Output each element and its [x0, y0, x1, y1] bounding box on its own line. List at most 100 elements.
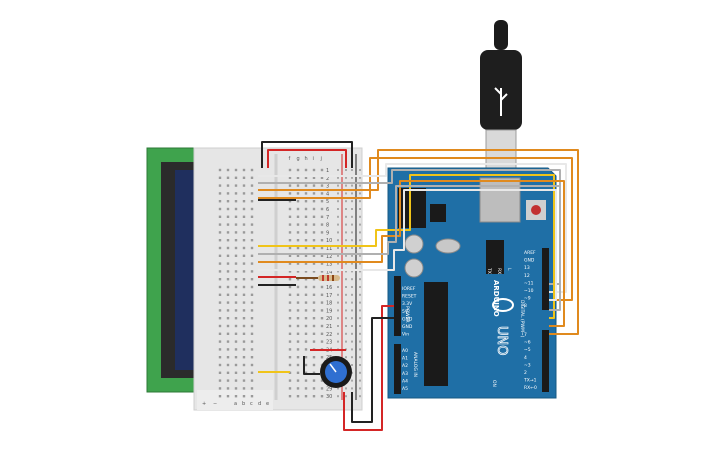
breadboard-hole	[218, 278, 222, 281]
breadboard-hole	[296, 270, 300, 273]
breadboard-hole	[218, 348, 222, 351]
rail-hole	[351, 215, 353, 218]
breadboard-hole	[242, 356, 246, 359]
rail-hole	[337, 215, 339, 218]
breadboard-hole	[226, 262, 230, 265]
breadboard-hole	[250, 270, 254, 273]
rail-hole	[337, 325, 339, 327]
breadboard-hole	[234, 371, 238, 374]
breadboard-hole	[218, 356, 222, 359]
breadboard-hole	[320, 332, 324, 335]
breadboard-hole	[296, 278, 300, 281]
breadboard-hole	[242, 317, 246, 320]
power-jack	[398, 188, 426, 228]
digital-pin-label: GND	[524, 258, 535, 264]
breadboard-hole	[304, 387, 308, 390]
rail-hole	[359, 364, 361, 366]
breadboard-hole	[242, 262, 246, 265]
breadboard-hole	[288, 192, 292, 195]
breadboard-row-number: 22	[326, 332, 332, 338]
breadboard-hole	[234, 192, 238, 195]
breadboard-hole	[242, 246, 246, 250]
breadboard-hole	[296, 200, 300, 203]
digital-pin-label: 8	[524, 303, 527, 309]
breadboard-hole	[242, 254, 246, 257]
breadboard-hole	[296, 356, 300, 359]
breadboard-hole	[218, 176, 222, 179]
analog-pin-label: A2	[402, 363, 408, 369]
breadboard-hole	[296, 379, 300, 382]
breadboard-hole	[312, 340, 316, 343]
breadboard-hole	[218, 231, 222, 234]
breadboard-hole	[296, 332, 300, 335]
breadboard-hole	[304, 371, 308, 374]
breadboard-row-number: 8	[326, 223, 329, 229]
rail-hole	[351, 223, 353, 226]
breadboard-hole	[304, 207, 308, 211]
breadboard-hole	[234, 348, 238, 351]
breadboard-row-number: 5	[326, 199, 329, 205]
digital-pin-label: ~5	[524, 347, 531, 353]
breadboard-hole	[226, 387, 230, 390]
wires	[258, 141, 579, 431]
rail-hole	[345, 325, 347, 327]
breadboard-hole	[250, 332, 254, 335]
rail-hole	[345, 309, 347, 312]
breadboard-hole	[288, 285, 292, 289]
indicator-label: TX	[486, 267, 492, 274]
rail-hole	[351, 270, 353, 273]
potentiometer	[320, 356, 352, 388]
rail-hole	[359, 169, 361, 171]
rail-hole	[345, 340, 347, 343]
rail-hole	[337, 254, 339, 257]
usb-cable	[480, 20, 522, 169]
indicator-label: L	[506, 268, 512, 271]
breadboard-hole	[304, 215, 308, 218]
breadboard-holes	[218, 168, 361, 398]
breadboard-hole	[234, 184, 238, 187]
breadboard-hole	[288, 301, 292, 304]
digital-pin-label: 7	[524, 332, 527, 338]
rail-hole	[359, 301, 361, 304]
breadboard-col-letter: f	[289, 156, 291, 162]
power-pin-label: 3.3V	[402, 301, 413, 307]
breadboard-row-number: 16	[326, 285, 332, 291]
wire-orange-6	[258, 180, 565, 327]
rail-hole	[351, 286, 353, 288]
breadboard-hole	[218, 371, 222, 374]
breadboard-hole	[250, 324, 254, 328]
breadboard-hole	[312, 184, 316, 187]
crystal	[435, 238, 461, 254]
rail-plus-label: +	[202, 401, 206, 407]
wire-black-18	[303, 356, 320, 375]
breadboard-hole	[226, 340, 230, 343]
breadboard-bottom-strip	[197, 390, 273, 410]
power-pin-label: 5V	[402, 309, 409, 315]
breadboard-hole	[218, 395, 222, 398]
breadboard-hole	[288, 200, 292, 203]
breadboard-hole	[218, 301, 222, 304]
breadboard-hole	[218, 168, 222, 172]
rail-hole	[351, 293, 353, 296]
pot-indicator	[329, 363, 337, 373]
power-pin-label: Vin	[402, 332, 409, 338]
breadboard-hole	[218, 223, 222, 226]
breadboard-col-letter: g	[297, 156, 300, 162]
rail-hole	[337, 208, 339, 210]
usb-b-port	[479, 177, 521, 223]
rail-hole	[359, 239, 361, 242]
breadboard-hole	[304, 363, 308, 367]
rail-hole	[351, 371, 353, 374]
breadboard-hole	[288, 348, 292, 351]
breadboard-hole	[304, 192, 308, 195]
digital-pin-label: ~9	[524, 296, 531, 302]
breadboard-hole	[312, 356, 316, 359]
breadboard-hole	[296, 348, 300, 351]
breadboard-hole	[218, 184, 222, 187]
breadboard-hole	[288, 239, 292, 242]
breadboard-hole	[234, 207, 238, 211]
breadboard-hole	[304, 293, 308, 296]
breadboard-hole	[296, 324, 300, 328]
